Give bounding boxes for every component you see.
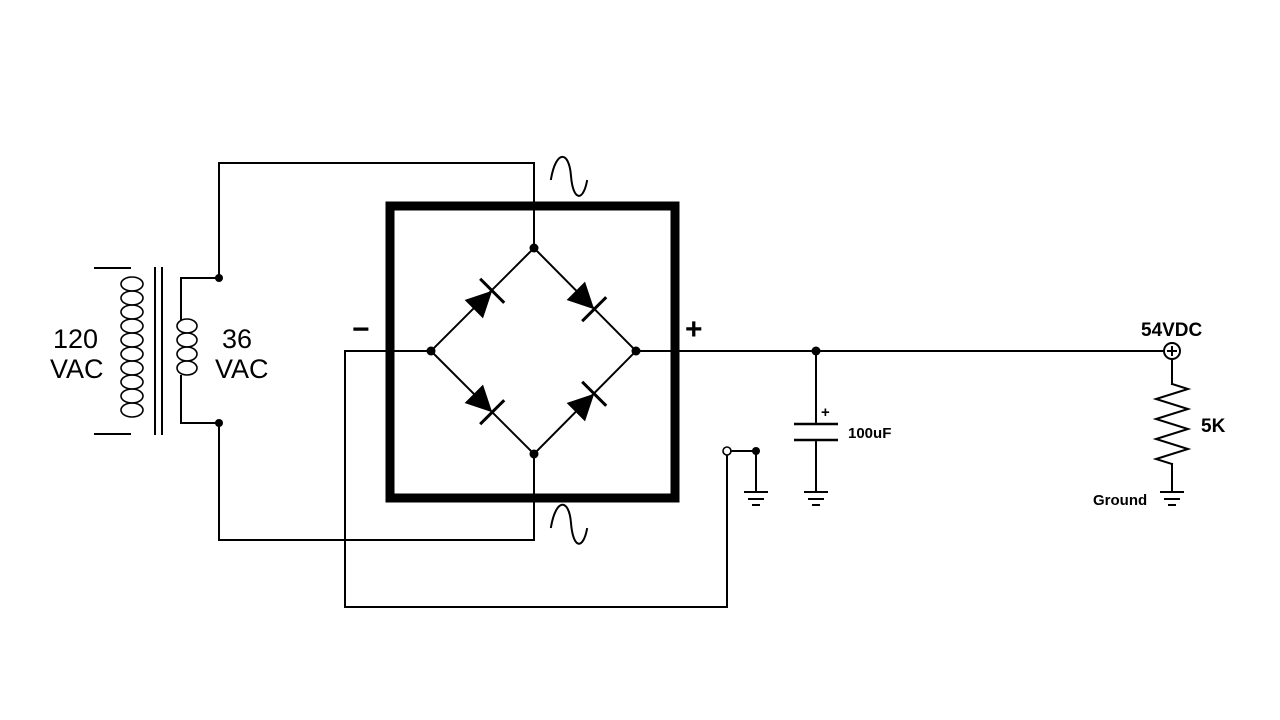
capacitor-value-label: 100uF bbox=[848, 425, 891, 442]
primary-winding bbox=[120, 276, 144, 418]
diode-symbol bbox=[464, 384, 506, 426]
junction-dot bbox=[215, 419, 223, 427]
ground-icon bbox=[744, 450, 768, 506]
primary-voltage-value: 120 bbox=[53, 324, 98, 354]
bridge-node-ac-bottom bbox=[529, 449, 539, 459]
ground-label: Ground bbox=[1093, 492, 1147, 509]
positive-terminal-label: + bbox=[685, 313, 703, 346]
junction-dot bbox=[215, 274, 223, 282]
ground-icon bbox=[804, 491, 828, 506]
secondary-winding bbox=[176, 318, 198, 376]
capacitor: + 100uF bbox=[794, 350, 891, 493]
ground-icon bbox=[1160, 491, 1184, 506]
diode-symbol bbox=[464, 277, 506, 319]
diode-symbol bbox=[566, 380, 608, 422]
primary-voltage-unit: VAC bbox=[50, 354, 104, 384]
ac-wire-bottom bbox=[218, 422, 535, 541]
diode-symbol bbox=[566, 281, 608, 323]
secondary-bottom-lead bbox=[180, 375, 220, 424]
output-terminal: 54VDC bbox=[1141, 320, 1203, 360]
ac-wire-top bbox=[218, 162, 535, 279]
negative-return-wire bbox=[344, 350, 728, 608]
transformer: 120 VAC 36 VAC bbox=[50, 267, 269, 435]
secondary-voltage-unit: VAC bbox=[215, 354, 269, 384]
ac-sine-icon bbox=[549, 503, 589, 545]
bridge-node-ac-top bbox=[529, 243, 539, 253]
secondary-top-lead bbox=[180, 277, 220, 320]
output-voltage-label: 54VDC bbox=[1141, 320, 1203, 341]
resistor: 5K bbox=[1152, 358, 1226, 493]
negative-terminal-label: − bbox=[352, 313, 370, 346]
ac-sine-icon bbox=[549, 156, 589, 197]
capacitor-polarity-label: + bbox=[821, 404, 830, 421]
resistor-value-label: 5K bbox=[1201, 416, 1226, 437]
secondary-voltage-value: 36 bbox=[222, 324, 252, 354]
ground-switch-terminal bbox=[722, 446, 732, 456]
